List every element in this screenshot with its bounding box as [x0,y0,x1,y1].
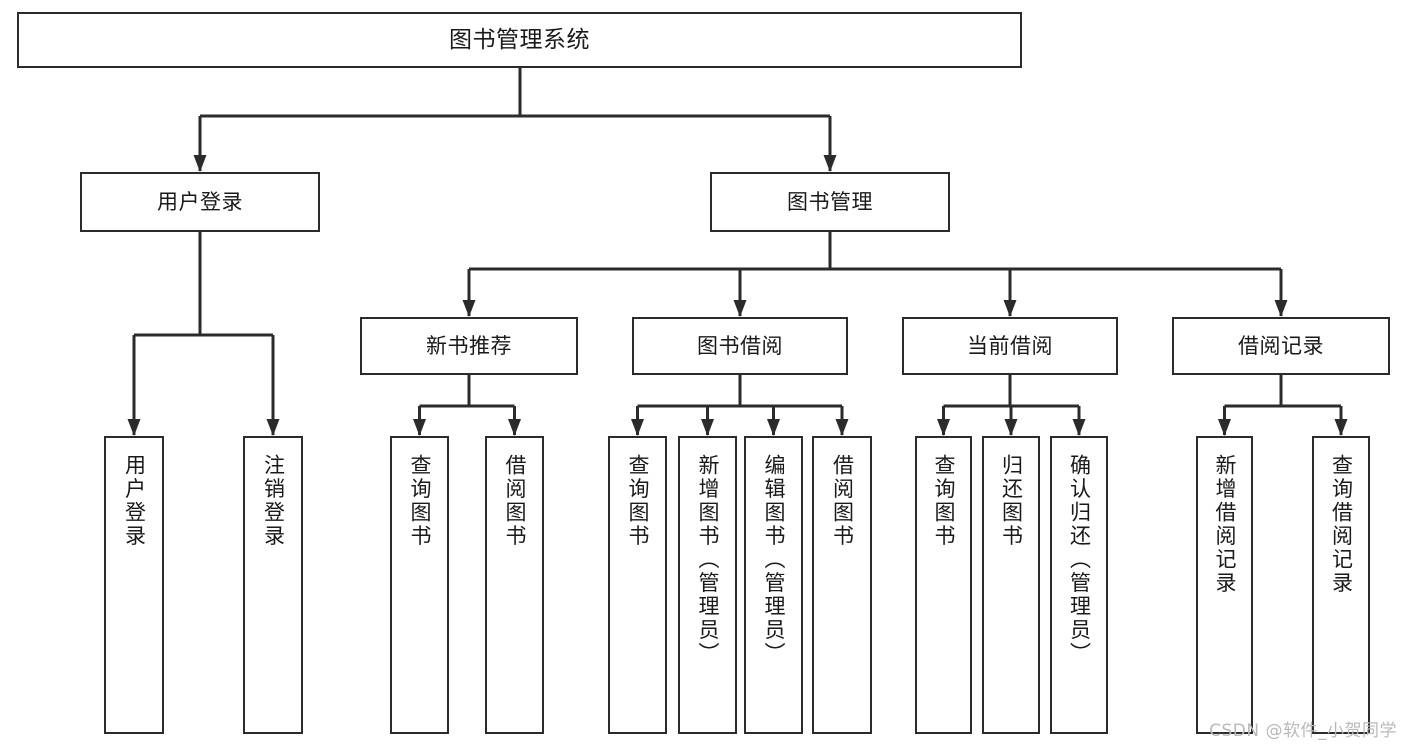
arrow-head-leaf-bb-edit [767,419,780,436]
arrow-head-leaf-cb-query [937,419,950,436]
arrow-head-leaf-bb-query [631,419,644,436]
arrow-head-book-manage [823,155,837,172]
arrow-head-leaf-br-query [1334,419,1348,436]
arrow-head-book-borrow [733,300,747,317]
node-label-borrow-record: 借阅记录 [1238,333,1324,358]
arrow-head-leaf-cb-confirm [1072,419,1086,436]
node-leaf-rec-query[interactable]: 查询图书 [390,436,449,734]
arrow-head-new-book-rec [462,300,476,317]
arrow-head-borrow-record [1274,300,1288,317]
arrow-head-leaf-user-logout [266,419,280,436]
node-label-user-login: 用户登录 [157,189,243,214]
node-label-leaf-bb-borrow: 借阅图书 [830,454,855,548]
node-leaf-bb-add[interactable]: 新增图书（管理员） [678,436,737,734]
node-current-borrow[interactable]: 当前借阅 [902,317,1118,375]
node-label-root: 图书管理系统 [449,26,590,53]
node-leaf-br-query[interactable]: 查询借阅记录 [1312,436,1370,734]
node-leaf-br-add[interactable]: 新增借阅记录 [1196,436,1253,734]
arrow-head-leaf-rec-query [413,419,426,436]
arrow-head-leaf-bb-borrow [835,419,849,436]
node-leaf-cb-query[interactable]: 查询图书 [915,436,972,734]
node-book-manage[interactable]: 图书管理 [710,172,950,232]
node-label-leaf-cb-query: 查询图书 [932,454,956,548]
node-label-new-book-rec: 新书推荐 [426,333,512,358]
node-leaf-user-login[interactable]: 用户登录 [104,436,164,734]
node-leaf-bb-query[interactable]: 查询图书 [608,436,667,734]
node-leaf-rec-borrow[interactable]: 借阅图书 [485,436,544,734]
node-leaf-user-logout[interactable]: 注销登录 [243,436,303,734]
arrow-head-leaf-cb-return [1004,419,1018,436]
arrow-head-leaf-bb-add [701,419,714,436]
node-book-borrow[interactable]: 图书借阅 [632,317,848,375]
node-label-leaf-br-query: 查询借阅记录 [1329,454,1354,595]
node-leaf-bb-edit[interactable]: 编辑图书（管理员） [744,436,803,734]
node-leaf-cb-return[interactable]: 归还图书 [982,436,1040,734]
node-label-leaf-bb-edit: 编辑图书（管理员） [762,454,786,666]
node-label-leaf-bb-add: 新增图书（管理员） [696,454,720,666]
node-label-leaf-cb-return: 归还图书 [999,454,1024,548]
node-label-leaf-user-logout: 注销登录 [261,454,286,548]
arrow-head-leaf-br-add [1218,419,1231,436]
node-label-book-borrow: 图书借阅 [697,333,783,358]
arrow-head-current-borrow [1003,300,1017,317]
node-label-leaf-cb-confirm: 确认归还（管理员） [1067,454,1092,666]
node-user-login[interactable]: 用户登录 [80,172,320,232]
node-label-leaf-bb-query: 查询图书 [626,454,650,548]
node-label-leaf-rec-borrow: 借阅图书 [503,454,527,548]
node-leaf-bb-borrow[interactable]: 借阅图书 [812,436,872,734]
node-label-current-borrow: 当前借阅 [967,333,1053,358]
arrow-head-user-login [193,155,207,172]
node-label-leaf-user-login: 用户登录 [122,454,147,548]
node-label-leaf-rec-query: 查询图书 [408,454,432,548]
node-new-book-rec[interactable]: 新书推荐 [360,317,578,375]
watermark-text: CSDN @软件_小贺同学 [1209,721,1397,741]
node-label-leaf-br-add: 新增借阅记录 [1213,454,1237,595]
node-borrow-record[interactable]: 借阅记录 [1172,317,1390,375]
arrow-head-leaf-user-login [127,419,141,436]
node-label-book-manage: 图书管理 [787,189,873,214]
arrow-head-leaf-rec-borrow [508,419,521,436]
node-leaf-cb-confirm[interactable]: 确认归还（管理员） [1050,436,1108,734]
node-root[interactable]: 图书管理系统 [17,12,1022,68]
